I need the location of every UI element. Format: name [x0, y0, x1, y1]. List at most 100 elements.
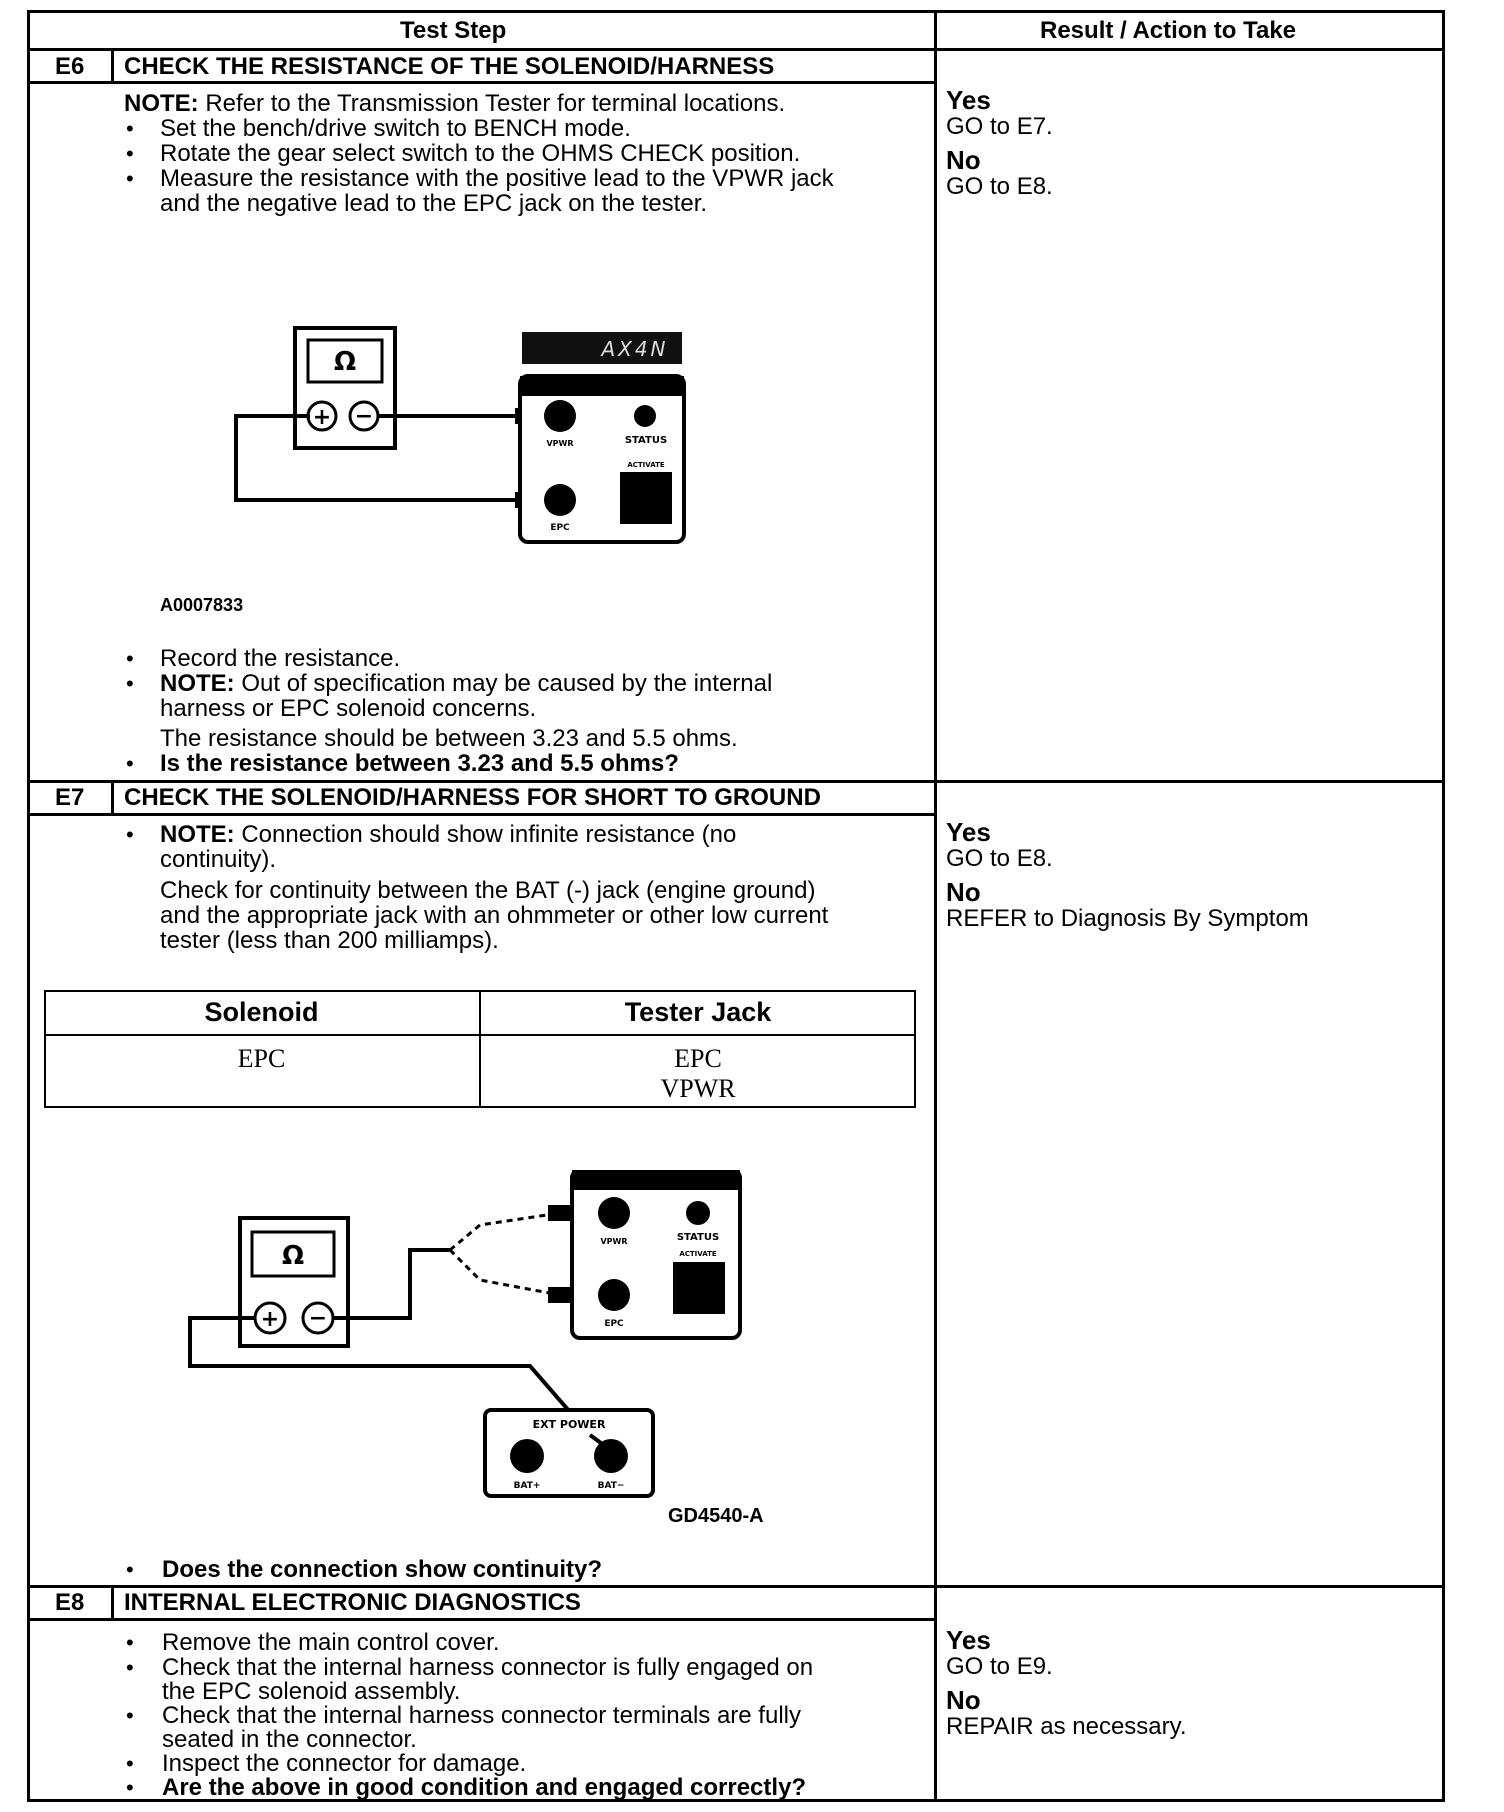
e6-result-yes-action: GO to E7.	[946, 113, 1053, 140]
e6-question: Is the resistance between 3.23 and 5.5 o…	[160, 750, 679, 777]
tester-display	[522, 332, 682, 364]
plus-sign: +	[261, 1307, 279, 1332]
procedure-table	[27, 10, 1445, 1802]
e6-ohmmeter-diagram: Ω + − AX4N VPWR STATUS ACTIVATE EPC	[234, 326, 686, 544]
e7-figure-id: GD4540-A	[668, 1505, 764, 1527]
activate-label: ACTIVATE	[679, 1250, 717, 1258]
table-cell-jack-2: VPWR	[660, 1074, 736, 1103]
activate-label: ACTIVATE	[627, 461, 665, 469]
plus-sign: +	[313, 405, 331, 430]
ohm-symbol: Ω	[334, 347, 356, 377]
status-label: STATUS	[677, 1232, 719, 1243]
activate-button-icon	[673, 1262, 725, 1314]
bullet-dot: •	[126, 116, 134, 141]
ohm-symbol: Ω	[282, 1241, 304, 1271]
header-rule	[27, 48, 1445, 51]
plug-icon	[548, 1287, 576, 1303]
e8-result-yes-action: GO to E9.	[946, 1653, 1053, 1680]
e8-title-rule	[27, 1618, 935, 1621]
negative-lead	[333, 1248, 450, 1320]
bullet-dot: •	[126, 822, 134, 847]
status-jack-icon	[686, 1201, 710, 1225]
e8-line-4: Check that the internal harness connecto…	[162, 1702, 801, 1729]
bat-minus-jack-icon	[594, 1439, 628, 1473]
e7-note: NOTE: Connection should show infinite re…	[160, 822, 736, 847]
e7-result-yes: Yes	[946, 817, 991, 847]
id-divider-e7	[111, 781, 114, 813]
e7-bottom-rule	[27, 1585, 1445, 1588]
bullet-dot: •	[126, 1557, 134, 1582]
header-test-step: Test Step	[400, 17, 507, 44]
bat-minus-label: BAT−	[598, 1481, 625, 1491]
e6-result-yes: Yes	[946, 85, 991, 115]
bullet-dot: •	[126, 1630, 134, 1655]
e7-title-rule	[27, 813, 935, 816]
step-id-e6: E6	[55, 53, 85, 80]
e6-step-2: Rotate the gear select switch to the OHM…	[160, 140, 801, 167]
positive-lead	[234, 414, 525, 502]
e6-step-3-cont: and the negative lead to the EPC jack on…	[160, 190, 708, 217]
id-divider-e8	[111, 1586, 114, 1618]
e8-result-no-action: REPAIR as necessary.	[946, 1713, 1187, 1740]
bat-plus-label: BAT+	[514, 1481, 541, 1491]
e6-note2: NOTE: Out of specification may be caused…	[160, 671, 772, 696]
e6-step-1: Set the bench/drive switch to BENCH mode…	[160, 115, 631, 142]
step-title-e7: CHECK THE SOLENOID/HARNESS FOR SHORT TO …	[124, 784, 821, 811]
bullet-dot: •	[126, 671, 134, 696]
tester-top-bar	[572, 1170, 740, 1190]
e6-figure-id: A0007833	[160, 595, 244, 615]
e7-text-3: tester (less than 200 milliamps).	[160, 927, 499, 954]
e8-result-no: No	[946, 1685, 981, 1715]
e6-note2-cont: harness or EPC solenoid concerns.	[160, 695, 537, 722]
e7-note-text: Connection should show infinite resistan…	[241, 821, 737, 848]
e8-line-6: Inspect the connector for damage.	[162, 1750, 527, 1777]
e6-spec: The resistance should be between 3.23 an…	[160, 725, 738, 752]
bullet-dot: •	[126, 1655, 134, 1680]
vpwr-label: VPWR	[600, 1237, 627, 1246]
e6-note2-label: NOTE:	[160, 670, 235, 697]
minus-sign: −	[309, 1306, 327, 1331]
bullet-dot: •	[126, 166, 134, 191]
vpwr-label: VPWR	[546, 439, 573, 448]
id-divider-e6	[111, 50, 114, 82]
e7-note-label: NOTE:	[160, 821, 235, 848]
e7-text-1: Check for continuity between the BAT (-)…	[160, 877, 816, 904]
step-title-e6: CHECK THE RESISTANCE OF THE SOLENOID/HAR…	[124, 53, 775, 80]
e8-line-3: the EPC solenoid assembly.	[162, 1678, 461, 1705]
bullet-dot: •	[126, 1751, 134, 1776]
e7-continuity-diagram: Ω + − VPWR STATUS ACTIVATE EPC EXT POWER…	[188, 1170, 742, 1498]
table-header-tester-jack: Tester Jack	[624, 997, 772, 1027]
epc-jack-icon	[598, 1279, 630, 1311]
epc-jack-icon	[544, 484, 576, 516]
bat-plus-jack-icon	[510, 1439, 544, 1473]
e6-title-rule	[27, 81, 935, 84]
status-label: STATUS	[625, 435, 667, 446]
e6-record: Record the resistance.	[160, 645, 401, 672]
e7-question: Does the connection show continuity?	[162, 1556, 603, 1583]
step-id-e8: E8	[55, 1589, 85, 1616]
table-column-rule	[479, 990, 481, 1108]
e8-line-5: seated in the connector.	[162, 1726, 417, 1753]
status-jack-icon	[634, 405, 656, 427]
e6-note-label: NOTE:	[124, 90, 199, 117]
vpwr-jack-icon	[544, 400, 576, 432]
bullet-dot: •	[126, 1703, 134, 1728]
dashed-lead-vpwr	[449, 1211, 561, 1252]
e6-note-text: Refer to the Transmission Tester for ter…	[205, 90, 786, 117]
minus-sign: −	[355, 404, 373, 429]
e8-line-2: Check that the internal harness connecto…	[162, 1654, 814, 1681]
ohmmeter-display	[306, 338, 384, 384]
bullet-dot: •	[126, 141, 134, 166]
ext-power-label: EXT POWER	[533, 1418, 606, 1431]
e6-result-no: No	[946, 145, 981, 175]
epc-label: EPC	[550, 523, 570, 533]
step-id-e7: E7	[55, 784, 85, 811]
e8-result-yes: Yes	[946, 1625, 991, 1655]
table-cell-jack-1: EPC	[674, 1044, 722, 1073]
bullet-dot: •	[126, 646, 134, 671]
ohmmeter-display	[250, 1230, 336, 1278]
tester-display-text: AX4N	[599, 337, 668, 361]
ext-power-box	[483, 1408, 655, 1498]
step-title-e8: INTERNAL ELECTRONIC DIAGNOSTICS	[124, 1589, 581, 1616]
tester-top-bar	[520, 376, 684, 396]
